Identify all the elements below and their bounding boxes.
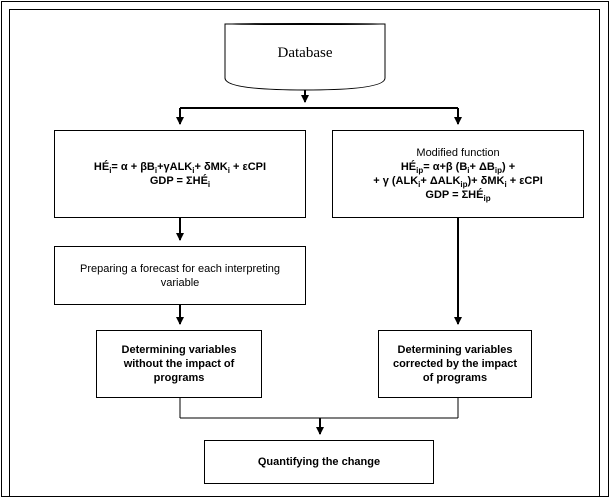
right-formula-line1: HÉip= α+β (Bi+ ΔBip) + <box>400 161 516 175</box>
right-result-text: Determining variables corrected by the i… <box>392 344 518 384</box>
database-cylinder <box>224 23 386 91</box>
right-formula-title: Modified function <box>416 147 500 159</box>
left-formula-line1: HÉi= α + βBi+γALKi+ δMKi + εCPI <box>93 161 267 175</box>
left-formula-line2: GDP = ΣHÉi <box>149 175 211 189</box>
forecast-box: Preparing a forecast for each interpreti… <box>54 246 306 305</box>
right-formula-line2: + γ (ALKi+ ΔALKip)+ δMKi + εCPI <box>373 175 543 189</box>
right-result-box: Determining variables corrected by the i… <box>378 330 532 398</box>
diagram-frame <box>9 9 600 497</box>
left-formula-box: HÉi= α + βBi+γALKi+ δMKi + εCPI GDP = ΣH… <box>54 130 306 218</box>
left-result-box: Determining variables without the impact… <box>96 330 262 398</box>
right-formula-line3: GDP = ΣHÉip <box>425 189 491 203</box>
right-formula-box: Modified function HÉip= α+β (Bi+ ΔBip) +… <box>332 130 584 218</box>
final-box: Quantifying the change <box>204 440 434 484</box>
forecast-text: Preparing a forecast for each interpreti… <box>80 262 280 289</box>
left-result-text: Determining variables without the impact… <box>121 344 237 384</box>
final-text: Quantifying the change <box>257 456 381 468</box>
database-label: Database <box>277 45 333 61</box>
